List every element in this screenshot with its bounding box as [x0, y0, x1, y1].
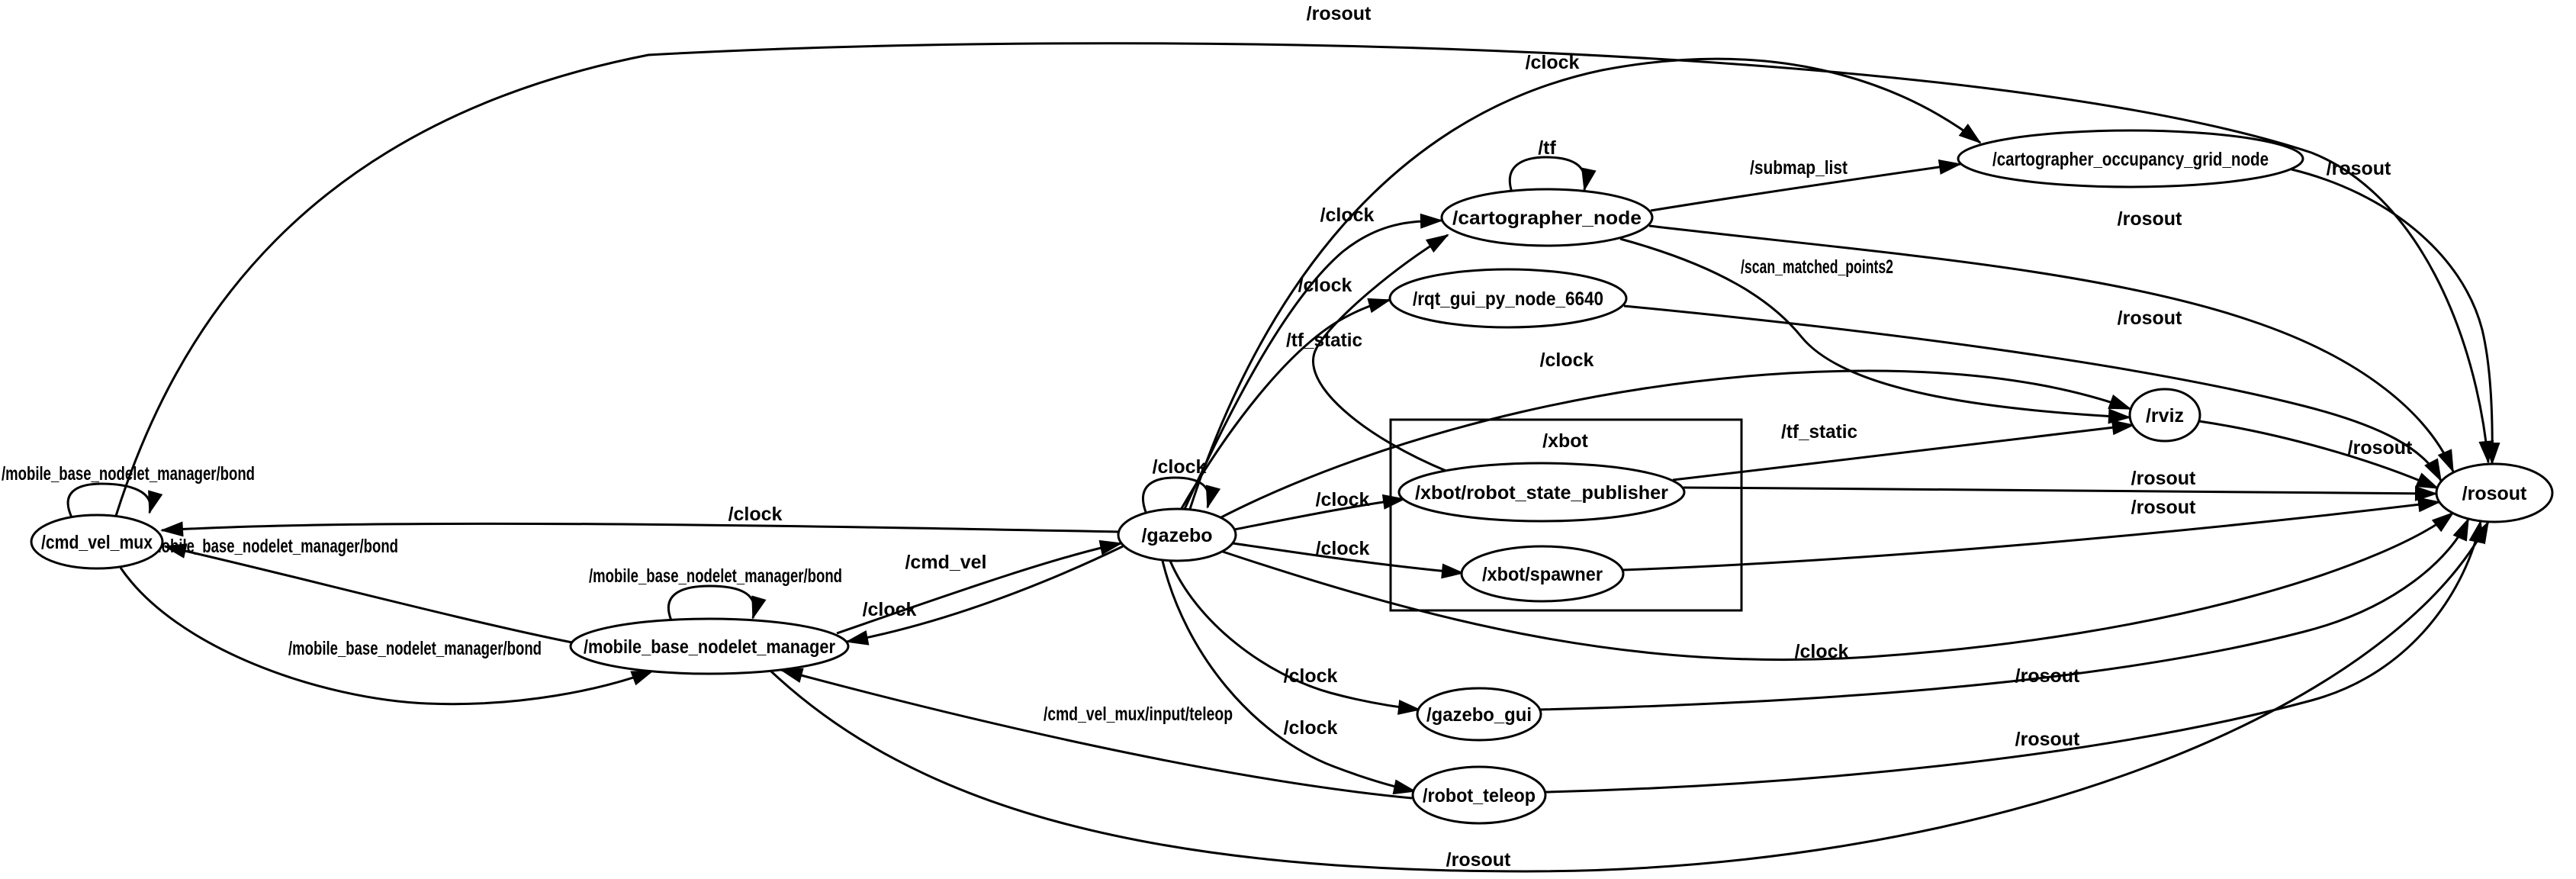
topic-label-mobile_base_nodelet_manager-to-gazebo: /cmd_vel: [905, 552, 986, 573]
edge-gazebo-to-rviz: [1217, 369, 2132, 520]
topic-label-cartographer_node-to-cartographer_occupancy_grid_node: /submap_list: [1750, 157, 1848, 179]
node-label-xbot_robot_state_publisher: /xbot/robot_state_publisher: [1415, 482, 1668, 504]
topic-label-gazebo-to-cartographer_occupancy_grid_node: /clock: [1526, 52, 1580, 73]
node-mobile_base_nodelet_manager: [569, 617, 850, 675]
edge-gazebo-to-xbot_spawner: [1232, 542, 1465, 579]
topic-label-rqt_gui_py_node_6640-to-rosout: /rosout: [2118, 307, 2182, 329]
edge-xbot_spawner-to-rosout: [1622, 497, 2441, 572]
node-robot_teleop: [1411, 765, 1547, 825]
topic-label-gazebo_gui-to-rosout: /rosout: [2015, 665, 2080, 687]
topic-label-cmd_vel_mux-to-cmd_vel_mux: /mobile_base_nodelet_manager/bond: [2, 463, 255, 485]
edge-robot_teleop-to-mobile_base_nodelet_manager: [780, 668, 1413, 800]
edge-gazebo-to-mobile_base_nodelet_manager: [845, 545, 1124, 646]
node-cartographer_occupancy_grid_node: [1957, 129, 2304, 188]
topic-label-cartographer_occupancy_grid_node-to-rosout: /rosout: [2327, 158, 2391, 179]
topic-label-xbot_spawner-to-rosout: /rosout: [2131, 497, 2196, 518]
node-xbot_robot_state_publisher: [1397, 462, 1686, 523]
node-label-robot_teleop: /robot_teleop: [1423, 785, 1536, 807]
edge-gazebo-to-cmd_vel_mux: [160, 521, 1120, 537]
topic-label-gazebo-to-rosout: /clock: [1795, 641, 1849, 662]
node-label-cartographer_node: /cartographer_node: [1452, 208, 1642, 229]
edge-xbot_robot_state_publisher-to-cartographer_node: [1311, 233, 1449, 473]
xbot-namespace-box: [1389, 418, 1743, 612]
edge-mobile_base_nodelet_manager-to-gazebo: [836, 539, 1123, 635]
node-label-xbot_spawner: /xbot/spawner: [1482, 564, 1603, 585]
topic-label-rviz-to-rosout: /rosout: [2348, 437, 2413, 459]
topic-label-xbot_robot_state_publisher-to-rosout: /rosout: [2131, 468, 2196, 489]
edge-gazebo-to-gazebo: [1141, 476, 1221, 513]
node-label-rviz: /rviz: [2146, 405, 2184, 427]
topic-label-robot_teleop-to-mobile_base_nodelet_manager: /cmd_vel_mux/input/teleop: [1044, 704, 1233, 725]
node-rviz: [2128, 388, 2201, 443]
topic-label-gazebo-to-xbot_robot_state_publisher: /clock: [1316, 489, 1370, 510]
node-label-rqt_gui_py_node_6640: /rqt_gui_py_node_6640: [1413, 288, 1603, 310]
edge-cartographer_occupancy_grid_node-to-rosout: [2291, 168, 2500, 465]
edge-rqt_gui_py_node_6640-to-rosout: [1623, 304, 2443, 482]
topic-label-xbot_robot_state_publisher-to-rviz: /tf_static: [1781, 421, 1857, 443]
node-label-mobile_base_nodelet_manager: /mobile_base_nodelet_manager: [584, 636, 835, 658]
node-label-cmd_vel_mux: /cmd_vel_mux: [41, 532, 153, 553]
node-gazebo: [1117, 507, 1237, 562]
cluster-layer: /xbot: [1389, 418, 1743, 612]
node-xbot_spawner: [1460, 545, 1625, 603]
edge-cartographer_node-to-cartographer_node: [1508, 156, 1597, 193]
topic-label-mobile_base_nodelet_manager-to-rosout: /rosout: [1446, 849, 1511, 871]
node-rosout: [2435, 462, 2554, 523]
topic-label-cartographer_node-to-cartographer_node: /tf: [1538, 137, 1556, 159]
topic-label-gazebo-to-gazebo_gui: /clock: [1284, 665, 1338, 687]
topic-label-gazebo-to-rviz: /clock: [1540, 349, 1594, 371]
node-layer: /cmd_vel_mux/mobile_base_nodelet_manager…: [30, 129, 2554, 825]
topic-label-gazebo-to-cmd_vel_mux: /clock: [728, 504, 783, 525]
topic-label-gazebo-to-gazebo: /clock: [1153, 456, 1207, 478]
edge-cmd_vel_mux-to-rosout: [114, 42, 2494, 517]
node-cmd_vel_mux: [30, 514, 164, 570]
edge-gazebo_gui-to-rosout: [1539, 517, 2470, 711]
node-label-cartographer_occupancy_grid_node: /cartographer_occupancy_grid_node: [1992, 149, 2269, 170]
edge-cmd_vel_mux-to-mobile_base_nodelet_manager: [119, 567, 654, 706]
node-label-rosout: /rosout: [2462, 483, 2527, 504]
edge-layer: /rosout/clock/clock/clock/tf_static/cloc…: [2, 3, 2500, 873]
topic-label-gazebo-to-rqt_gui_py_node_6640: /clock: [1298, 275, 1352, 296]
topic-label-cartographer_node-to-rosout: /rosout: [2118, 208, 2182, 230]
edge-gazebo-to-gazebo_gui: [1169, 560, 1421, 715]
edge-gazebo-to-xbot_robot_state_publisher: [1233, 494, 1406, 531]
node-rqt_gui_py_node_6640: [1388, 268, 1628, 329]
topic-label-mobile_base_nodelet_manager-to-mobile_base_nodelet_manager: /mobile_base_nodelet_manager/bond: [589, 565, 842, 587]
node-cartographer_node: [1440, 188, 1654, 247]
edge-rviz-to-rosout: [2198, 420, 2439, 490]
topic-label-robot_teleop-to-rosout: /rosout: [2015, 729, 2080, 750]
topic-label-cartographer_node-to-rviz: /scan_matched_points2: [1741, 256, 1893, 278]
node-label-gazebo: /gazebo: [1141, 525, 1212, 546]
edge-xbot_robot_state_publisher-to-rviz: [1672, 420, 2135, 481]
topic-label-gazebo-to-cartographer_node: /clock: [1320, 204, 1375, 226]
topic-label-xbot_robot_state_publisher-to-cartographer_node: /tf_static: [1286, 330, 1362, 351]
topic-label-gazebo-to-robot_teleop: /clock: [1284, 717, 1338, 739]
edge-xbot_robot_state_publisher-to-rosout: [1683, 485, 2438, 501]
edge-robot_teleop-to-rosout: [1545, 520, 2484, 794]
edge-gazebo-to-rqt_gui_py_node_6640: [1179, 298, 1391, 510]
edge-gazebo-to-rosout: [1220, 511, 2455, 662]
edge-cartographer_node-to-cartographer_occupancy_grid_node: [1650, 159, 1962, 212]
edge-gazebo-to-robot_teleop: [1161, 560, 1417, 795]
edge-cartographer_node-to-rviz: [1619, 237, 2131, 424]
node-label-gazebo_gui: /gazebo_gui: [1426, 704, 1532, 726]
node-gazebo_gui: [1416, 687, 1542, 742]
edge-gazebo-to-cartographer_node: [1183, 213, 1443, 510]
edge-cartographer_node-to-rosout: [1648, 224, 2455, 473]
topic-label-cmd_vel_mux-to-rosout: /rosout: [1307, 3, 1372, 24]
edge-mobile_base_nodelet_manager-to-cmd_vel_mux: [163, 543, 573, 644]
topic-label-gazebo-to-xbot_spawner: /clock: [1316, 538, 1370, 559]
edge-cmd_vel_mux-to-cmd_vel_mux: [66, 482, 163, 520]
edge-gazebo-to-cartographer_occupancy_grid_node: [1188, 57, 1982, 510]
topic-label-cmd_vel_mux-to-mobile_base_nodelet_manager: /mobile_base_nodelet_manager/bond: [288, 638, 542, 659]
xbot-namespace-label: /xbot: [1542, 430, 1588, 452]
edge-mobile_base_nodelet_manager-to-mobile_base_nodelet_manager: [667, 584, 767, 621]
topic-label-mobile_base_nodelet_manager-to-cmd_vel_mux: /mobile_base_nodelet_manager/bond: [145, 536, 398, 557]
edge-mobile_base_nodelet_manager-to-rosout: [769, 520, 2490, 873]
